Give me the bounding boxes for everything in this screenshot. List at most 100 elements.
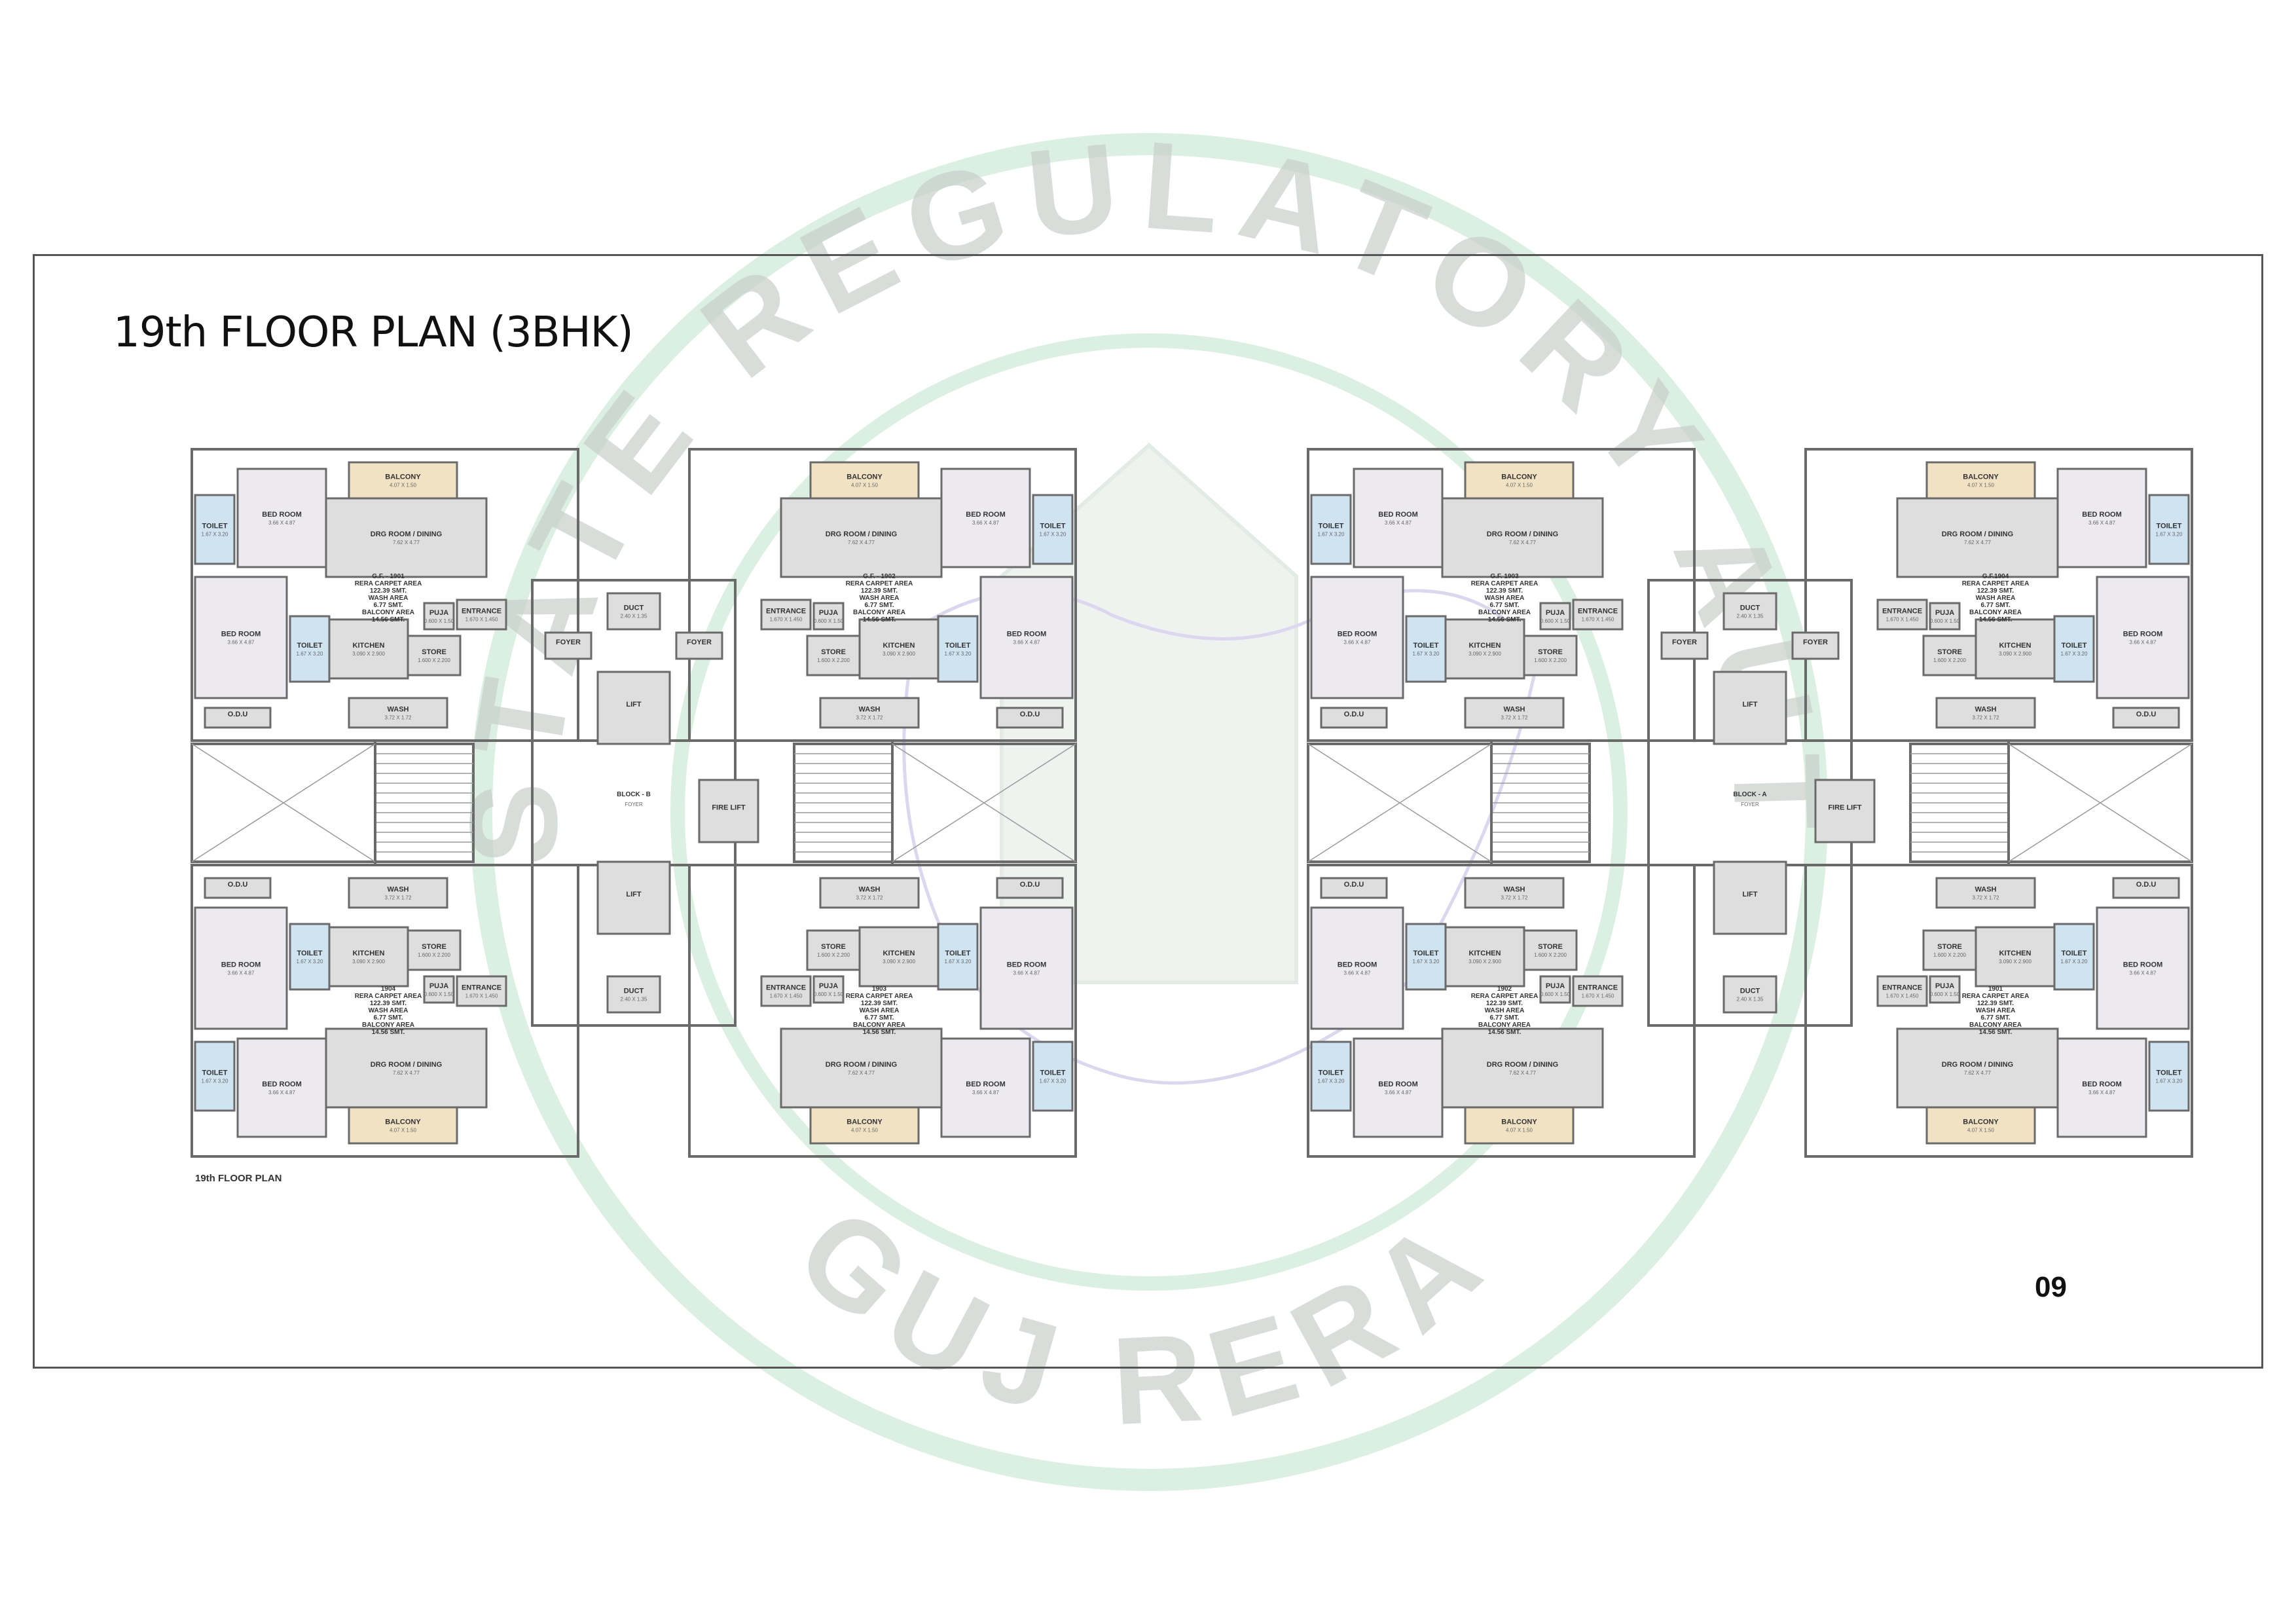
balcony-dim: 4.07 X 1.50 (1506, 1128, 1533, 1134)
unit-name: 1903 (872, 986, 887, 993)
store-dim: 1.600 X 2.200 (1534, 657, 1567, 663)
bed-room-label: BED ROOM (2082, 1080, 2122, 1088)
drg-room-label: DRG ROOM / DINING (1942, 530, 2013, 538)
bed-room-dim: 3.66 X 4.87 (1344, 970, 1371, 976)
balcony-dim: 4.07 X 1.50 (851, 483, 878, 489)
store-label: STORE (1937, 943, 1962, 951)
unit-carpet_val: 122.39 SMT. (861, 1000, 898, 1007)
kitchen-dim: 3.090 X 2.900 (352, 651, 385, 657)
toilet-label: TOILET (202, 1069, 228, 1077)
store-label: STORE (1538, 943, 1563, 951)
duct-label: DUCT (624, 604, 644, 612)
drg-room-label: DRG ROOM / DINING (826, 1061, 897, 1069)
entrance-dim: 1.670 X 1.450 (770, 993, 803, 999)
puja-label: PUJA (1546, 982, 1565, 990)
puja-dim: 0.600 X 1.50 (1930, 991, 1960, 997)
balcony-dim: 4.07 X 1.50 (1967, 1128, 1994, 1134)
odu: O.D.U (996, 707, 1064, 729)
toilet-label: TOILET (945, 642, 971, 650)
puja-label: PUJA (429, 609, 448, 617)
page-title: 19th FLOOR PLAN (3BHK) (113, 308, 634, 357)
unit-carpet: RERA CARPET AREA (355, 993, 422, 1000)
unit-wash_val: 6.77 SMT. (864, 1014, 894, 1022)
wash-label: WASH (388, 706, 409, 714)
balcony-label: BALCONY (385, 473, 421, 481)
entrance-label: ENTRANCE (1882, 608, 1922, 616)
kitchen-dim: 3.090 X 2.900 (1999, 651, 2032, 657)
odu-label: O.D.U (1344, 881, 1364, 889)
odu: O.D.U (2112, 877, 2180, 899)
duct-dim: 2.40 X 1.35 (1737, 997, 1764, 1003)
foyer: FOYER (544, 631, 592, 660)
unit-name: 1904 (381, 986, 396, 993)
wash-label: WASH (859, 706, 881, 714)
bed-room-dim: 3.66 X 4.87 (2130, 970, 2157, 976)
toilet-dim: 1.67 X 3.20 (297, 959, 323, 965)
toilet-dim: 1.67 X 3.20 (1040, 1079, 1066, 1084)
puja-label: PUJA (429, 982, 448, 990)
duct-label: DUCT (624, 987, 644, 995)
store-label: STORE (821, 943, 846, 951)
toilet-dim: 1.67 X 3.20 (2061, 959, 2088, 965)
odu-label: O.D.U (1344, 710, 1364, 718)
drg-room-dim: 7.62 X 4.77 (393, 540, 420, 545)
kitchen-dim: 3.090 X 2.900 (883, 651, 915, 657)
unit-carpet: RERA CARPET AREA (1471, 993, 1539, 1000)
entrance-dim: 1.670 X 1.450 (465, 993, 498, 999)
wash-dim: 3.72 X 1.72 (856, 715, 883, 721)
bed-room-label: BED ROOM (1007, 961, 1047, 969)
lift: LIFT (1713, 671, 1787, 745)
unit-carpet_val: 122.39 SMT. (370, 587, 407, 595)
unit-balcony_val: 14.56 SMT. (1488, 1029, 1522, 1036)
toilet-dim: 1.67 X 3.20 (2156, 1079, 2183, 1084)
toilet-dim: 1.67 X 3.20 (202, 1079, 228, 1084)
open-void (891, 743, 1077, 863)
wash-dim: 3.72 X 1.72 (1973, 895, 1999, 901)
balcony-dim: 4.07 X 1.50 (1506, 483, 1533, 489)
bed-room-label: BED ROOM (221, 631, 261, 638)
balcony-label: BALCONY (1501, 1118, 1537, 1126)
kitchen-label: KITCHEN (353, 950, 385, 957)
unit-wash: WASH AREA (369, 1007, 409, 1014)
balcony-dim: 4.07 X 1.50 (1967, 483, 1994, 489)
wash-dim: 3.72 X 1.72 (856, 895, 883, 901)
kitchen-label: KITCHEN (883, 642, 915, 650)
open-void (2007, 743, 2193, 863)
foyer-label: FOYER (556, 638, 581, 646)
bed-room-dim: 3.66 X 4.87 (2088, 1090, 2115, 1096)
foyer-label: FOYER (1803, 638, 1828, 646)
wash-label: WASH (1975, 706, 1997, 714)
drg-room-dim: 7.62 X 4.77 (393, 1070, 420, 1076)
bed-room-label: BED ROOM (1338, 961, 1377, 969)
store-dim: 1.600 X 2.200 (817, 657, 850, 663)
unit-wash: WASH AREA (1976, 1007, 2016, 1014)
unit-balcony_val: 14.56 SMT. (1488, 616, 1522, 623)
toilet-dim: 1.67 X 3.20 (297, 651, 323, 657)
